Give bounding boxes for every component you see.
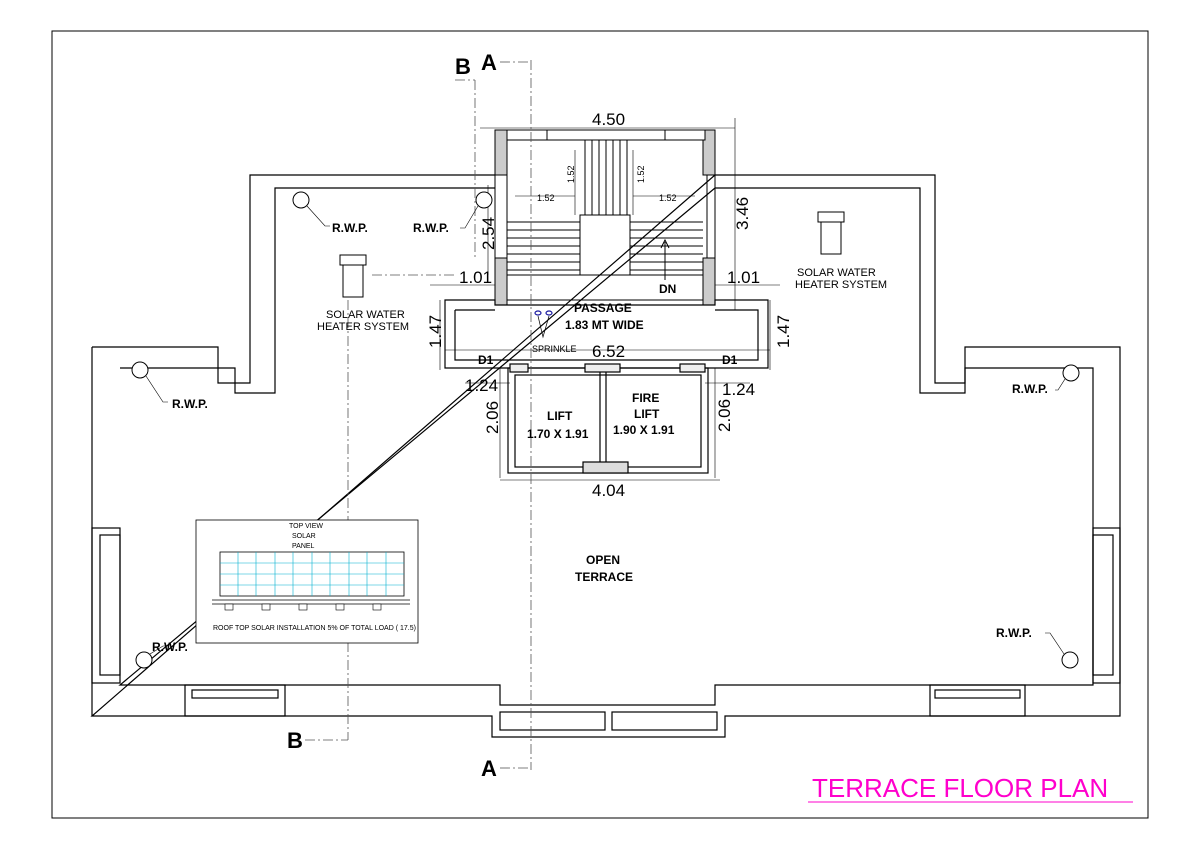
rwp-label: R.W.P. bbox=[332, 221, 368, 235]
passage-width-label: 1.83 MT WIDE bbox=[565, 318, 644, 332]
rwp-circle bbox=[1062, 364, 1080, 382]
door-label-left: D1 bbox=[478, 353, 494, 367]
solar-inset-panel: PANEL bbox=[292, 543, 315, 550]
section-label-b-bottom: B bbox=[287, 728, 303, 753]
staircase bbox=[494, 129, 716, 306]
door-label-right: D1 bbox=[722, 353, 738, 367]
solar-water-heater-icon bbox=[339, 211, 845, 298]
dim-stair-height-right: 3.46 bbox=[733, 197, 752, 230]
dim-lift-left-offset: 1.24 bbox=[465, 376, 498, 395]
dim-passage-right: 1.47 bbox=[774, 315, 793, 348]
rwp-label: R.W.P. bbox=[996, 626, 1032, 640]
solar-heater-left-1: SOLAR WATER bbox=[326, 309, 405, 321]
page-title: TERRACE FLOOR PLAN bbox=[812, 773, 1108, 803]
dim-stair-height-left: 2.54 bbox=[479, 217, 498, 250]
solar-heater-left-2: HEATER SYSTEM bbox=[317, 321, 409, 333]
rwp-label: R.W.P. bbox=[413, 221, 449, 235]
fire-lift-label-2: LIFT bbox=[634, 407, 660, 421]
rwp-markers bbox=[131, 191, 1080, 669]
open-terrace-label-1: OPEN bbox=[586, 553, 620, 567]
dim-wall-right: 1.01 bbox=[727, 268, 760, 287]
solar-panel-inset bbox=[195, 519, 419, 644]
rwp-circle bbox=[135, 651, 153, 669]
dim-passage-width: 6.52 bbox=[592, 342, 625, 361]
dimension-lines bbox=[430, 118, 780, 481]
fire-lift-size-label: 1.90 X 1.91 bbox=[613, 423, 675, 437]
dn-label: DN bbox=[659, 282, 676, 296]
dim-lift-right-offset: 1.24 bbox=[722, 380, 755, 399]
sheet-border bbox=[51, 30, 1149, 819]
rwp-label: R.W.P. bbox=[152, 640, 188, 654]
dim-flight: 1.52 bbox=[537, 193, 555, 203]
section-label-a-bottom: A bbox=[481, 756, 497, 781]
dim-lift-right-height: 2.06 bbox=[715, 399, 734, 432]
rwp-label: R.W.P. bbox=[172, 397, 208, 411]
dim-lift-width: 4.04 bbox=[592, 481, 625, 500]
sprinkler-icon bbox=[534, 310, 553, 339]
dim-lift-left-height: 2.06 bbox=[483, 401, 502, 434]
lift-label: LIFT bbox=[547, 409, 573, 423]
rwp-label: R.W.P. bbox=[1012, 382, 1048, 396]
passage-label: PASSAGE bbox=[574, 301, 632, 315]
dim-flight: 1.52 bbox=[659, 193, 677, 203]
rwp-circle bbox=[475, 191, 493, 209]
sprinkle-label: SPRINKLE bbox=[532, 344, 577, 354]
section-label-a-top: A bbox=[481, 50, 497, 75]
solar-inset-top-view: TOP VIEW bbox=[289, 523, 323, 530]
solar-heater-right-1: SOLAR WATER bbox=[797, 267, 876, 279]
dim-flight: 1.52 bbox=[566, 165, 576, 183]
rwp-circle bbox=[131, 361, 149, 379]
solar-inset-caption: ROOF TOP SOLAR INSTALLATION 5% OF TOTAL … bbox=[213, 625, 416, 632]
solar-heater-right-2: HEATER SYSTEM bbox=[795, 279, 887, 291]
lift-size-label: 1.70 X 1.91 bbox=[527, 427, 589, 441]
open-terrace-label-2: TERRACE bbox=[575, 570, 633, 584]
dim-flight: 1.52 bbox=[636, 165, 646, 183]
dim-stair-width: 4.50 bbox=[592, 110, 625, 129]
rwp-circle bbox=[292, 191, 310, 209]
fire-lift-label-1: FIRE bbox=[632, 391, 659, 405]
section-label-b-top: B bbox=[455, 54, 471, 79]
building-outline bbox=[90, 174, 1121, 738]
lift-shafts bbox=[507, 363, 709, 474]
dim-wall-left: 1.01 bbox=[459, 268, 492, 287]
solar-inset-solar: SOLAR bbox=[292, 533, 316, 540]
rwp-circle bbox=[1061, 651, 1079, 669]
dim-passage-left: 1.47 bbox=[426, 315, 445, 348]
